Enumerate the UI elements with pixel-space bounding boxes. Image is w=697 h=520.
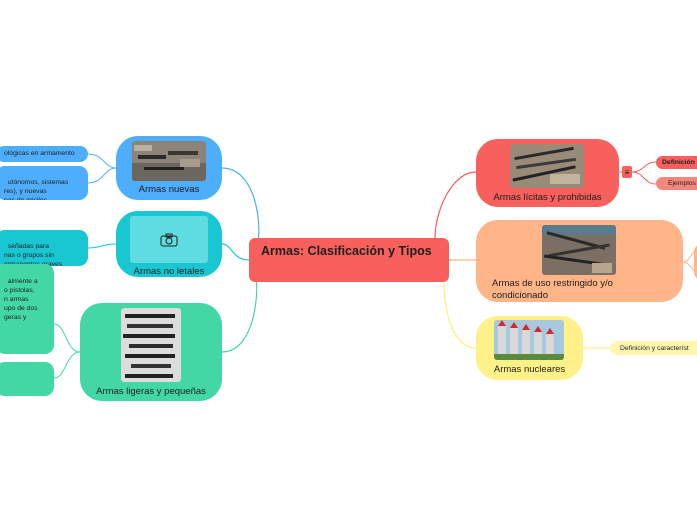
node-label: Armas de uso restringido y/o condicionad… [492, 278, 613, 301]
node-label: Armas ligeras y pequeñas [96, 386, 206, 397]
missiles-photo [494, 320, 564, 360]
node-armas-restringido[interactable]: Armas de uso restringido y/o condicionad… [476, 220, 683, 302]
sub-licitas-ejemplos[interactable]: Ejemplos [656, 177, 697, 190]
sub-nuevas-1[interactable]: ológicas en armamento [0, 146, 88, 162]
connector-ligeras-sub1 [53, 323, 81, 353]
node-label: Armas no letales [133, 266, 205, 277]
connector-licitas-sub1 [631, 161, 657, 173]
node-label: Armas lícitas y prohibidas [493, 192, 602, 203]
notes-icon[interactable]: ≡ [622, 166, 632, 178]
sub-ligeras-2[interactable] [0, 362, 54, 396]
node-label: Armas nuevas [138, 184, 200, 195]
node-armas-nuevas[interactable]: Armas nuevas [116, 136, 222, 200]
node-armas-nucleares[interactable]: Armas nucleares [476, 316, 583, 380]
central-topic-title: Armas: Clasificación y Tipos [261, 244, 432, 258]
sub-text: ológicas en armamento [4, 150, 75, 157]
connector-ligeras-sub2 [53, 351, 81, 379]
sub-text: Definición y característ [620, 344, 689, 352]
connector-center-no-letales [221, 243, 250, 261]
connector-nuevas-sub2 [87, 167, 117, 184]
node-armas-licitas[interactable]: Armas lícitas y prohibidas [476, 139, 619, 207]
camera-icon [160, 233, 178, 246]
connector-licitas-sub2 [631, 171, 657, 185]
sub-nuevas-2[interactable]: utónomos, sistemas res), y nuevas nas de… [0, 166, 88, 200]
sub-ligeras-1[interactable]: almente a o pistolas, n armas upo de dos… [0, 264, 54, 354]
sub-text: señadas para nas o grupos sin ermanentes… [4, 243, 63, 266]
weapons-photo [542, 225, 616, 275]
sub-licitas-definicion[interactable]: Definición [656, 156, 697, 169]
weapons-photo [510, 144, 584, 188]
connector-no-letales-sub1 [87, 243, 117, 249]
sub-text: utónomos, sistemas res), y nuevas nas de… [4, 179, 69, 200]
sub-no-letales-1[interactable]: señadas para nas o grupos sin ermanentes… [0, 230, 88, 266]
node-armas-ligeras[interactable]: Armas ligeras y pequeñas [80, 303, 222, 401]
node-label: Armas nucleares [493, 364, 566, 375]
sub-restringido-1[interactable] [694, 244, 697, 280]
sub-text: Definición [662, 159, 695, 166]
sub-text: Ejemplos [668, 180, 696, 187]
sub-text: almente a o pistolas, n armas upo de dos… [4, 278, 38, 321]
weapons-photo [121, 308, 181, 382]
central-topic[interactable]: Armas: Clasificación y Tipos [249, 238, 449, 282]
connector-nuevas-sub1 [87, 153, 117, 169]
sub-nucleares-definicion[interactable]: Definición y característ [610, 341, 697, 355]
image-placeholder [130, 216, 208, 263]
node-armas-no-letales[interactable]: Armas no letales [116, 211, 222, 277]
weapons-photo [132, 141, 206, 181]
